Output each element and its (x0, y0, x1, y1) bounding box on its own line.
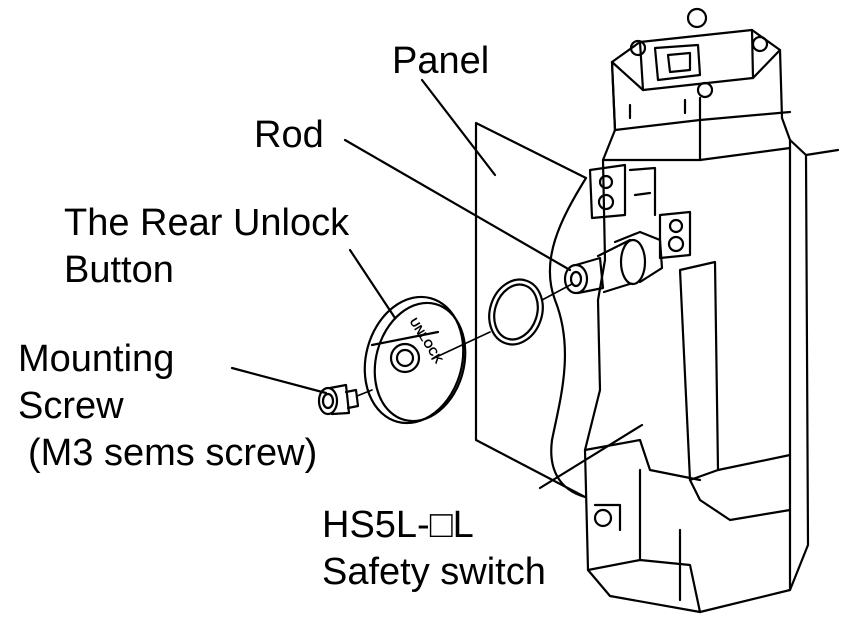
rear-unlock-leader (348, 248, 397, 320)
o-ring (488, 278, 544, 346)
panel-label: Panel (392, 40, 490, 82)
switch-leader (538, 423, 644, 490)
mounting-leader (230, 366, 328, 395)
rear-unlock-label-line1: The Rear Unlock (64, 202, 350, 244)
switch-label-line1: HS5L-□L (322, 504, 474, 546)
rod-part (563, 230, 664, 295)
panel-leader (420, 78, 497, 177)
mounting-label-line2: Screw (18, 385, 124, 427)
mounting-screw (317, 383, 360, 416)
rod-leader (343, 138, 572, 272)
safety-switch-body (583, 7, 840, 614)
switch-label-line2: Safety switch (322, 551, 546, 593)
panel-sheet (474, 121, 588, 499)
mounting-label-line3: (M3 sems screw) (28, 432, 318, 474)
rod-label: Rod (254, 114, 324, 156)
assembly-axis (356, 283, 573, 397)
mounting-label-line1: Mounting (18, 338, 175, 380)
rear-unlock-label-line2: Button (64, 249, 174, 291)
rear-unlock-button (363, 295, 467, 425)
